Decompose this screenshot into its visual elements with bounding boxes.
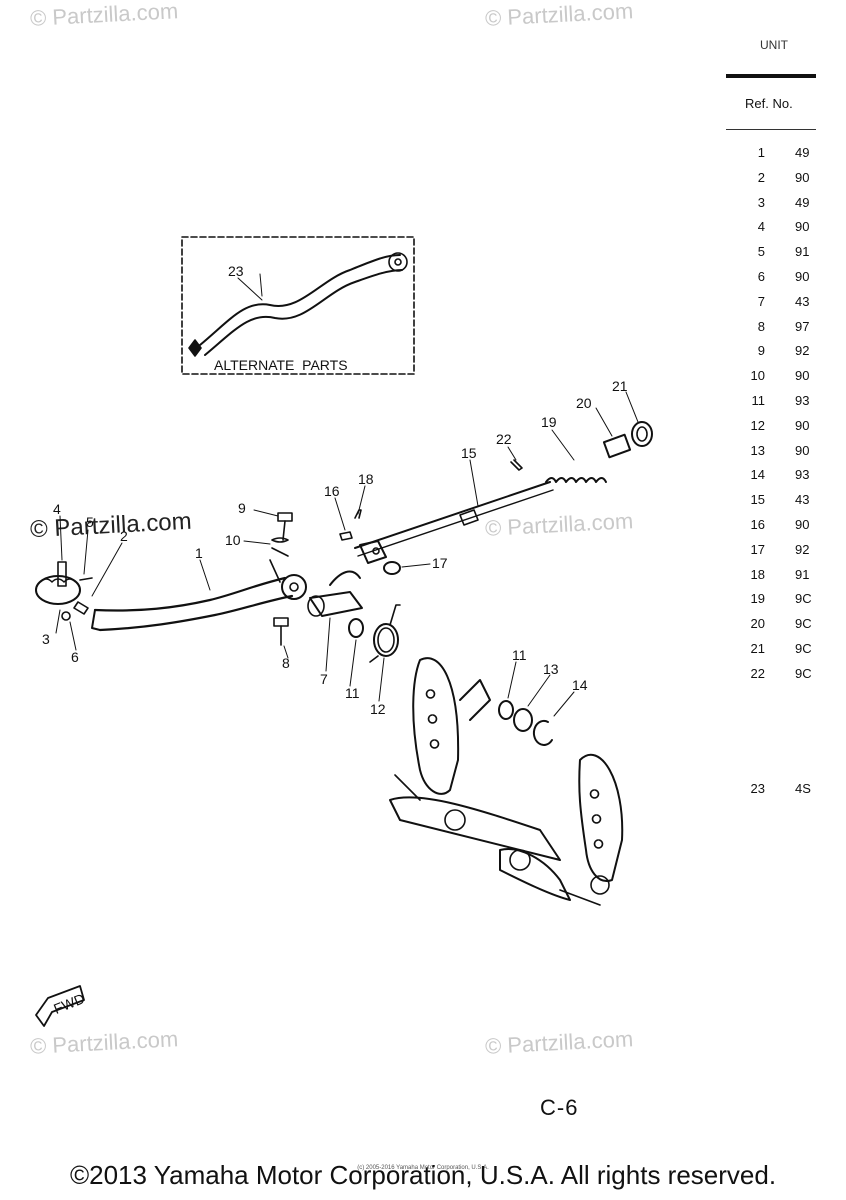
callout-number: 8 — [282, 655, 290, 671]
table-row-part-number: 97 — [795, 318, 810, 334]
table-top-rule — [726, 74, 816, 78]
table-row-ref: 12 — [750, 417, 765, 433]
table-row-part-number: 49 — [795, 194, 810, 210]
table-row-part-number: 90 — [795, 417, 810, 433]
table-row-part-number: 9C — [795, 665, 812, 681]
callout-number: 6 — [71, 649, 79, 665]
table-row-part-number: 90 — [795, 517, 810, 532]
table-row-ref: 16 — [750, 517, 765, 532]
tiny-copyright: (c) 2005-2016 Yamaha Motor Corporation, … — [357, 1165, 489, 1171]
table-row-ref: 22 — [750, 665, 765, 681]
callout-number: 12 — [370, 701, 386, 717]
alternate-parts-box — [181, 236, 415, 375]
table-row-ref: 21 — [750, 641, 765, 656]
table-row-ref: 18 — [750, 566, 765, 582]
callout-number: 4 — [53, 501, 61, 517]
table-row-ref: 19 — [750, 591, 765, 607]
callout-number: 20 — [576, 395, 592, 411]
callout-number: 22 — [496, 431, 512, 447]
callout-number: 2 — [120, 528, 128, 544]
table-row-part-number: 43 — [795, 492, 810, 508]
table-row-ref: 7 — [757, 293, 765, 309]
table-row-ref: 9 — [757, 343, 765, 359]
copyright-footer: ©2013 Yamaha Motor Corporation, U.S.A. A… — [69, 1160, 777, 1190]
callout-number: 14 — [572, 677, 588, 693]
table-row-part-number: 4S — [795, 781, 811, 796]
ref-no-header: Ref. No. — [745, 96, 793, 111]
table-row-ref: 14 — [750, 467, 765, 483]
table-row-ref: 5 — [757, 244, 765, 260]
table-row-part-number: 93 — [795, 393, 810, 408]
unit-header-text: UNIT — [760, 38, 788, 52]
page-code: C-6 — [540, 1095, 579, 1120]
table-row-ref: 11 — [751, 393, 766, 408]
table-row-part-number: 9C — [795, 641, 812, 656]
callout-number: 10 — [225, 532, 241, 548]
callout-number: 11 — [512, 647, 527, 663]
callout-number: 5 — [86, 514, 94, 530]
table-row-part-number: 90 — [795, 219, 810, 235]
brake-lever-shape — [93, 576, 287, 612]
table-row-part-number: 90 — [795, 169, 810, 185]
alternate-lever-shape — [199, 254, 401, 346]
alternate-parts-label: ALTERNATE PARTS — [214, 357, 348, 373]
table-row-ref: 15 — [750, 492, 765, 508]
table-row-part-number: 9C — [795, 616, 812, 632]
table-row-ref: 6 — [757, 269, 765, 284]
table-row-part-number: 43 — [795, 293, 810, 309]
table-row-part-number: 90 — [795, 368, 810, 384]
fwd-arrow-icon — [35, 985, 85, 1027]
callout-number: 18 — [358, 471, 374, 487]
callout-number: 1 — [195, 545, 203, 561]
callout-number: 16 — [324, 483, 340, 499]
table-header-rule — [726, 129, 816, 130]
table-row-part-number: 90 — [795, 269, 810, 284]
table-row-part-number: 92 — [795, 541, 810, 557]
callout-number: 3 — [42, 631, 50, 647]
callout-number: 23 — [228, 263, 244, 279]
callout-number: 19 — [541, 414, 557, 430]
table-row-part-number: 91 — [795, 566, 810, 582]
callout-number: 11 — [345, 685, 360, 701]
table-row-ref: 3 — [757, 194, 765, 210]
table-row-part-number: 90 — [795, 442, 810, 458]
table-row-ref: 17 — [750, 541, 765, 557]
callout-number: 15 — [461, 445, 477, 461]
table-row-ref: 10 — [750, 368, 765, 384]
callout-number: 9 — [238, 500, 246, 516]
table-row-ref: 4 — [757, 219, 765, 235]
table-row-ref: 1 — [757, 145, 765, 160]
callout-number: 13 — [543, 661, 559, 677]
callout-number: 21 — [612, 378, 628, 394]
table-row-ref: 2 — [757, 169, 765, 185]
table-row-ref: 23 — [750, 781, 765, 796]
table-row-part-number: 49 — [795, 145, 810, 160]
callout-number: 17 — [432, 555, 448, 571]
table-row-part-number: 92 — [795, 343, 810, 359]
table-row-part-number: 93 — [795, 467, 810, 483]
table-row-part-number: 91 — [795, 244, 810, 260]
table-row-ref: 20 — [750, 616, 765, 632]
table-row-ref: 13 — [750, 442, 765, 458]
table-row-part-number: 9C — [795, 591, 812, 607]
callout-number: 7 — [320, 671, 328, 687]
table-row-ref: 8 — [757, 318, 765, 334]
